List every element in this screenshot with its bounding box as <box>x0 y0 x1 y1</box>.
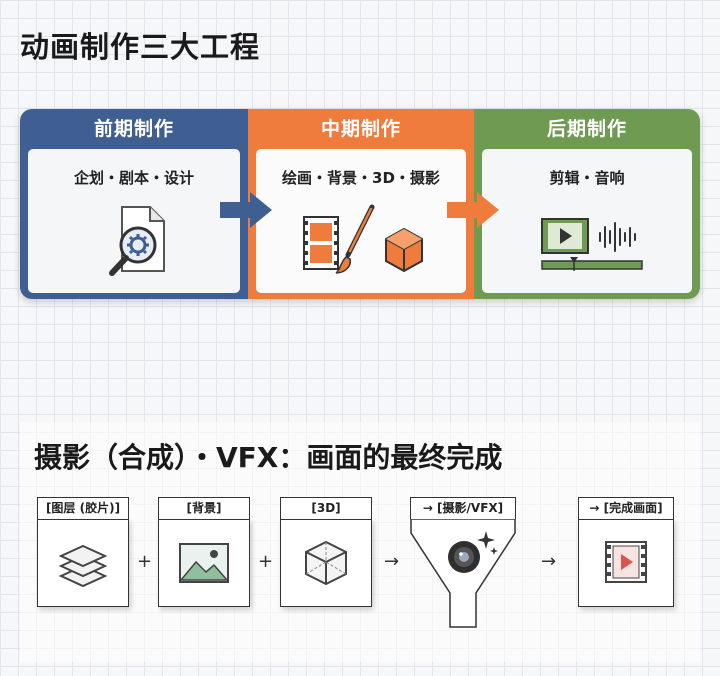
tile-background: [背景] <box>158 497 250 607</box>
stage-subtitle: 绘画・背景・3D・摄影 <box>282 169 440 187</box>
stage-preproduction: 前期制作 企划・剧本・设计 <box>20 109 248 299</box>
tile-label: → [摄影/VFX] <box>410 497 516 519</box>
arrow-operator: → <box>384 551 400 572</box>
funnel-shape <box>410 519 516 628</box>
stage-title: 后期制作 <box>546 118 627 140</box>
section-title-compositing-vfx: 摄影（合成）・VFX：画面的最终完成 <box>34 441 503 474</box>
plus-operator: + <box>258 551 274 572</box>
section-title-production-stages: 动画制作三大工程 <box>20 30 261 64</box>
tile-box <box>280 519 372 607</box>
stage-subtitle: 企划・剧本・设计 <box>73 169 194 187</box>
tile-label: → [完成画面] <box>578 497 674 519</box>
tile-final-video: → [完成画面] <box>578 497 674 607</box>
video-timeline-waveform-icon <box>541 218 643 271</box>
arrow-right-icon <box>220 192 272 228</box>
tile-label: [3D] <box>280 497 372 519</box>
tile-label: [图层 (胶片)] <box>37 497 129 519</box>
arrow-operator: → <box>541 551 557 572</box>
document-gear-magnifier-icon <box>109 206 165 276</box>
stage-postproduction: 后期制作 剪辑・音响 <box>474 109 700 299</box>
camera-lens-sparkle-icon <box>448 531 498 573</box>
wireframe-cube-icon <box>305 540 347 586</box>
stage-card: 企划・剧本・设计 <box>28 149 240 293</box>
tile-3d: [3D] <box>280 497 372 607</box>
stage-production: 中期制作 绘画・背景・3D・摄影 <box>248 109 474 299</box>
tile-box <box>158 519 250 607</box>
tile-label: [背景] <box>158 497 250 519</box>
layers-icon <box>58 544 108 588</box>
tile-layers: [图层 (胶片)] <box>37 497 129 607</box>
film-brush-cube-icon <box>303 204 423 274</box>
stage-title: 中期制作 <box>320 118 401 140</box>
tile-camera-vfx: → [摄影/VFX] <box>410 497 516 647</box>
stage-subtitle: 剪辑・音响 <box>549 169 625 187</box>
arrow-right-icon <box>447 192 499 228</box>
plus-operator: + <box>137 551 153 572</box>
stage-card: 绘画・背景・3D・摄影 <box>256 149 466 293</box>
tile-box <box>578 519 674 607</box>
production-stages-panel: 前期制作 企划・剧本・设计 中期制作 绘画・背景・3D・摄影 <box>20 109 700 299</box>
landscape-image-icon <box>179 543 229 583</box>
tile-box <box>37 519 129 607</box>
video-film-play-icon <box>605 541 647 583</box>
stage-card: 剪辑・音响 <box>482 149 692 293</box>
stage-title: 前期制作 <box>93 118 174 140</box>
